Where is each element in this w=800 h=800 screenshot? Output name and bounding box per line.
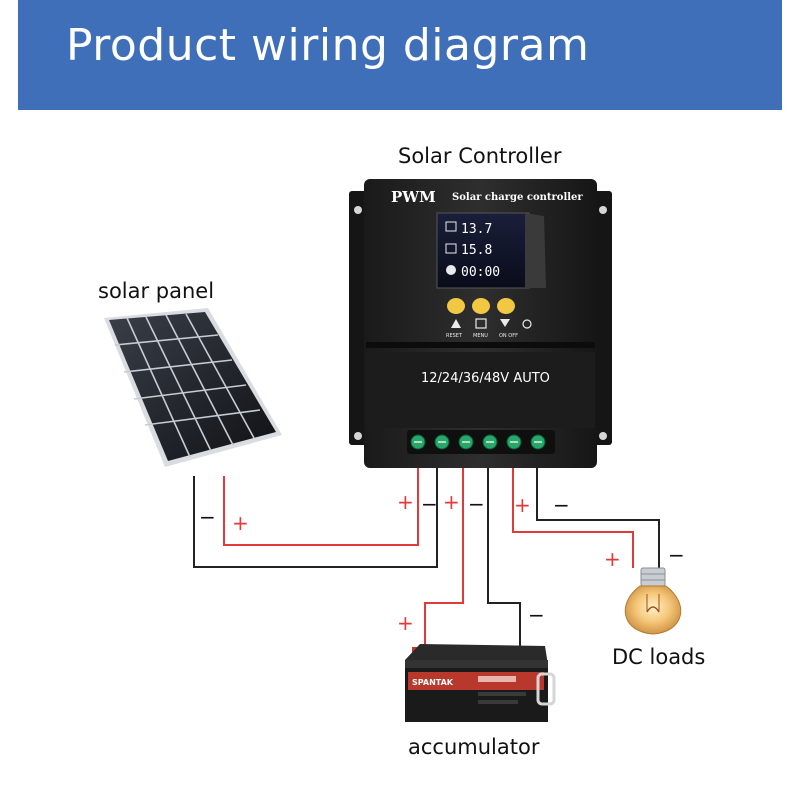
ctrl-pv-minus-sign: − bbox=[421, 492, 438, 516]
light-bulb bbox=[624, 567, 682, 635]
lcd-screen: 13.7 15.8 00:00 bbox=[436, 212, 546, 289]
battery-negative-wire bbox=[487, 448, 521, 652]
battery-brand: SPANTAK bbox=[412, 678, 454, 687]
wires bbox=[193, 448, 660, 652]
panel-negative-wire bbox=[193, 448, 438, 568]
page-title: Product wiring diagram bbox=[66, 20, 590, 71]
reset-button[interactable] bbox=[447, 298, 465, 314]
solar-panel bbox=[104, 308, 282, 467]
ctrl-load-minus-sign: − bbox=[553, 493, 570, 517]
battery-plus-sign: + bbox=[397, 611, 414, 635]
ctrl-load-plus-sign: + bbox=[514, 493, 531, 517]
lcd-line-1: 13.7 bbox=[461, 222, 492, 237]
load-minus-sign: − bbox=[668, 543, 685, 567]
battery-positive-wire bbox=[424, 448, 464, 648]
lcd-line-3: 00:00 bbox=[461, 265, 500, 280]
solar-controller: PWM Solar charge controller 13.7 15.8 00… bbox=[349, 179, 612, 468]
ctrl-bat-minus-sign: − bbox=[468, 492, 485, 516]
reset-icon bbox=[451, 319, 461, 328]
menu-button[interactable] bbox=[472, 298, 490, 314]
panel-minus-sign: − bbox=[199, 505, 216, 529]
down-arrow-icon bbox=[500, 319, 510, 327]
onoff-button[interactable] bbox=[497, 298, 515, 314]
reset-label: RESET bbox=[446, 333, 463, 339]
power-icon bbox=[522, 319, 532, 329]
header-banner: Product wiring diagram bbox=[18, 0, 782, 110]
menu-icon bbox=[475, 318, 487, 329]
battery-minus-sign: − bbox=[528, 603, 545, 627]
dc-loads-label: DC loads bbox=[612, 645, 706, 669]
load-negative-wire bbox=[536, 448, 660, 568]
menu-label: MENU bbox=[473, 333, 488, 339]
controller-brand: PWM bbox=[391, 188, 436, 206]
load-plus-sign: + bbox=[604, 547, 621, 571]
lcd-line-2: 15.8 bbox=[461, 243, 492, 258]
controller-subtitle: Solar charge controller bbox=[452, 192, 583, 203]
solar-panel-label: solar panel bbox=[98, 279, 215, 303]
polarity-signs: − + + − + − + − + − + − bbox=[199, 490, 685, 635]
panel-plus-sign: + bbox=[232, 511, 249, 535]
onoff-label: ON OFF bbox=[499, 333, 518, 339]
panel-positive-wire bbox=[223, 448, 419, 546]
voltage-label: 12/24/36/48V AUTO bbox=[421, 371, 550, 386]
controller-label: Solar Controller bbox=[398, 144, 562, 168]
terminal-block bbox=[407, 430, 555, 454]
ctrl-bat-plus-sign: + bbox=[443, 490, 460, 514]
load-positive-wire bbox=[512, 448, 634, 568]
battery: SPANTAK bbox=[405, 644, 556, 722]
ctrl-pv-plus-sign: + bbox=[397, 490, 414, 514]
accumulator-label: accumulator bbox=[408, 735, 540, 759]
